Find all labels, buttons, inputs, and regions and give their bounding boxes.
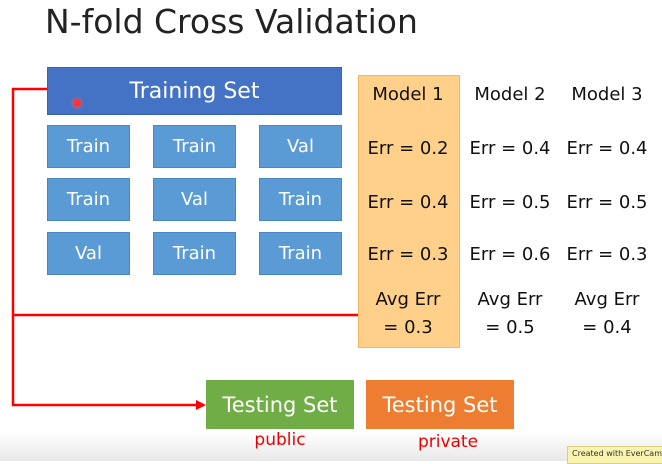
model-header: Model 3 [571,84,643,105]
error-value: Err = 0.5 [566,192,648,213]
avg-err-value: = 0.3 [383,317,433,338]
error-value: Err = 0.4 [367,192,449,213]
testing-set-private: Testing Set [366,380,514,429]
fold-cell: Val [259,125,342,168]
fold-cell: Train [153,232,236,275]
fold-cell: Val [153,178,236,221]
watermark: Created with EverCam [567,446,662,464]
model-header: Model 1 [372,84,444,105]
avg-err-label: Avg Err [375,289,441,310]
fold-cell: Train [47,125,130,168]
selected-model-highlight [358,75,460,348]
testing-set-public: Testing Set [206,380,354,429]
error-value: Err = 0.3 [367,244,449,265]
error-value: Err = 0.4 [469,138,551,159]
error-value: Err = 0.4 [566,138,648,159]
avg-err-value: = 0.5 [485,317,535,338]
avg-err-value: = 0.4 [582,317,632,338]
testing-caption: private [417,432,479,452]
fold-cell: Train [259,232,342,275]
testing-caption: public [254,430,306,450]
slide-title: N-fold Cross Validation [45,2,418,41]
fold-cell: Train [153,125,236,168]
arrow-line-to-testing [11,87,198,407]
cursor-pointer-icon [73,99,81,107]
avg-err-label: Avg Err [477,289,543,310]
fold-cell: Val [47,232,130,275]
error-value: Err = 0.6 [469,244,551,265]
avg-err-label: Avg Err [574,289,640,310]
bottom-band [0,432,662,461]
model-header: Model 2 [474,84,546,105]
error-value: Err = 0.5 [469,192,551,213]
fold-cell: Train [259,178,342,221]
error-value: Err = 0.3 [566,244,648,265]
fold-cell: Train [47,178,130,221]
arrow-head-icon [196,400,206,410]
error-value: Err = 0.2 [367,138,449,159]
training-set-box: Training Set [47,67,342,115]
